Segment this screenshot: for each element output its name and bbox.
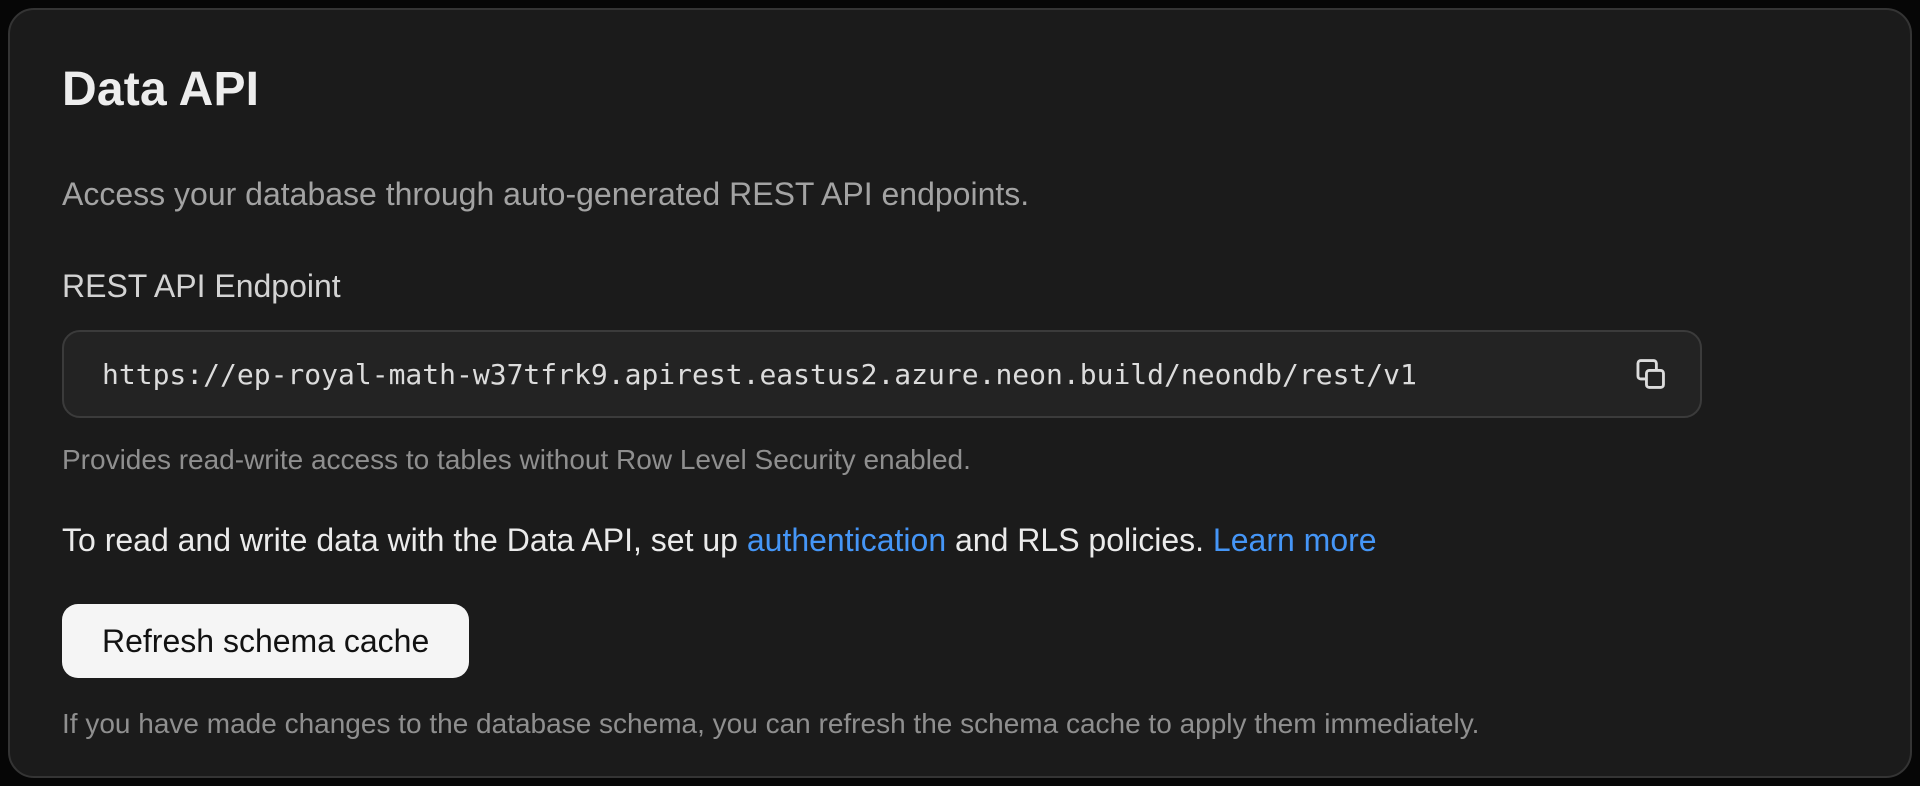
authentication-link[interactable]: authentication: [746, 522, 947, 558]
copy-button[interactable]: [1622, 346, 1678, 402]
learn-more-link[interactable]: Learn more: [1212, 522, 1377, 558]
page-title: Data API: [62, 63, 260, 116]
data-api-panel: Data API Access your database through au…: [8, 8, 1912, 778]
copy-icon: [1633, 357, 1667, 391]
auth-note: To read and write data with the Data API…: [62, 520, 1858, 560]
endpoint-url: https://ep-royal-math-w37tfrk9.apirest.e…: [102, 357, 1417, 391]
endpoint-label: REST API Endpoint: [62, 268, 341, 304]
endpoint-helper: Provides read-write access to tables wit…: [62, 444, 971, 475]
panel-description: Access your database through auto-genera…: [62, 176, 1030, 212]
refresh-helper: If you have made changes to the database…: [62, 708, 1480, 739]
auth-note-text-1: To read and write data with the Data API…: [62, 522, 747, 558]
auth-note-text-2: and RLS policies.: [946, 522, 1213, 558]
endpoint-field: https://ep-royal-math-w37tfrk9.apirest.e…: [62, 330, 1702, 418]
refresh-schema-cache-button[interactable]: Refresh schema cache: [62, 604, 470, 678]
